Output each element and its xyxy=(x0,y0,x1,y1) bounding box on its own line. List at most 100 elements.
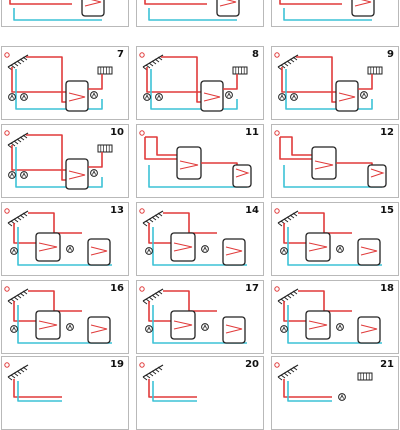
solar-collector xyxy=(277,288,299,302)
sun-icon xyxy=(274,362,280,368)
heat-exchanger-coil xyxy=(173,320,193,330)
cold-pipe xyxy=(152,305,247,344)
solar-collector xyxy=(277,210,299,224)
scheme-cell: 21 xyxy=(271,356,399,430)
hot-pipe xyxy=(283,223,308,244)
scheme-diagram xyxy=(4,286,112,344)
pump-icon xyxy=(66,245,74,253)
heat-exchanger-coil xyxy=(308,320,328,330)
cold-pipe xyxy=(152,227,247,266)
pump-arrow xyxy=(68,246,72,251)
scheme-number: 10 xyxy=(110,127,124,138)
collector-fin xyxy=(7,222,13,227)
sun-icon xyxy=(139,362,145,368)
heat-exchanger-coil xyxy=(38,320,58,330)
hot-pipe xyxy=(146,67,203,93)
cold-pipe xyxy=(15,69,103,110)
pump-icon xyxy=(155,93,163,101)
sun-icon xyxy=(139,130,145,136)
heat-exchanger-coil xyxy=(90,324,108,334)
collector-fin xyxy=(277,300,283,305)
pump-icon xyxy=(20,93,28,101)
scheme-cell: 8 xyxy=(136,46,264,120)
scheme-diagram xyxy=(274,130,387,188)
hot-pipe xyxy=(280,136,312,156)
sun-icon xyxy=(4,130,10,136)
pump-arrow xyxy=(338,324,342,329)
hot-pipe xyxy=(11,67,68,93)
pump-icon xyxy=(10,247,18,255)
heat-exchanger-coil xyxy=(308,242,328,252)
solar-collector xyxy=(277,54,299,68)
scheme-cell: 15 xyxy=(271,202,399,276)
cold-pipe xyxy=(285,69,373,110)
pump-arrow xyxy=(12,248,16,253)
hot-pipe xyxy=(145,136,177,156)
cold-pipe xyxy=(17,381,62,402)
pump-arrow xyxy=(340,394,344,399)
hot-pipe xyxy=(279,0,342,5)
storage-tank xyxy=(35,310,61,340)
storage-tank xyxy=(35,232,61,262)
scheme-number: 7 xyxy=(117,49,124,60)
cold-pipe xyxy=(15,147,103,188)
pump-arrow xyxy=(10,94,14,99)
hot-pipe xyxy=(13,379,62,398)
sun-icon xyxy=(139,208,145,214)
pump-arrow xyxy=(282,326,286,331)
hot-pipe xyxy=(26,56,68,103)
radiator-icon xyxy=(367,66,383,75)
pump-arrow xyxy=(10,172,14,177)
hot-pipe xyxy=(144,0,207,5)
pump-icon xyxy=(8,171,16,179)
hot-pipe xyxy=(298,212,352,234)
sun-icon xyxy=(4,52,10,58)
cold-pipe xyxy=(150,69,238,110)
pump-icon xyxy=(336,323,344,331)
scheme-diagram xyxy=(139,286,247,344)
radiator-icon xyxy=(97,66,113,75)
scheme-number: 14 xyxy=(245,205,259,216)
scheme-cell: 12 xyxy=(271,124,399,198)
storage-tank xyxy=(200,80,224,112)
hot-pipe xyxy=(358,74,373,90)
hot-pipe xyxy=(88,152,103,168)
solar-collector xyxy=(142,210,164,224)
pump-arrow xyxy=(22,172,26,177)
hot-pipe xyxy=(88,74,103,90)
scheme-diagram xyxy=(274,208,382,266)
storage-tank xyxy=(81,0,105,17)
pump-icon xyxy=(336,245,344,253)
scheme-diagram xyxy=(139,52,248,112)
scheme-diagram xyxy=(274,52,383,112)
radiator-icon xyxy=(232,66,248,75)
storage-tank xyxy=(232,164,252,188)
hot-pipe xyxy=(13,223,38,244)
storage-tank xyxy=(357,316,381,344)
sun-icon xyxy=(139,286,145,292)
storage-tank xyxy=(305,310,331,340)
solar-collector xyxy=(7,210,29,224)
cold-pipe xyxy=(148,165,247,188)
storage-tank xyxy=(357,238,381,266)
hot-pipe xyxy=(298,290,352,312)
storage-tank xyxy=(351,0,375,17)
scheme-diagram xyxy=(4,52,113,112)
pump-arrow xyxy=(362,92,366,97)
heat-exchanger-coil xyxy=(360,246,378,256)
pump-arrow xyxy=(145,94,149,99)
scheme-diagram xyxy=(9,0,105,21)
pump-arrow xyxy=(68,324,72,329)
hot-pipe xyxy=(148,301,173,322)
pump-arrow xyxy=(280,94,284,99)
scheme-cell: 16 xyxy=(1,280,129,354)
heat-exchanger-coil xyxy=(225,246,243,256)
hot-pipe xyxy=(28,212,82,234)
collector-fin xyxy=(7,300,13,305)
scheme-cell xyxy=(1,0,129,27)
pump-icon xyxy=(145,325,153,333)
solar-collector xyxy=(277,364,299,378)
scheme-number: 18 xyxy=(380,283,394,294)
scheme-cell: 18 xyxy=(271,280,399,354)
solar-collector xyxy=(142,288,164,302)
